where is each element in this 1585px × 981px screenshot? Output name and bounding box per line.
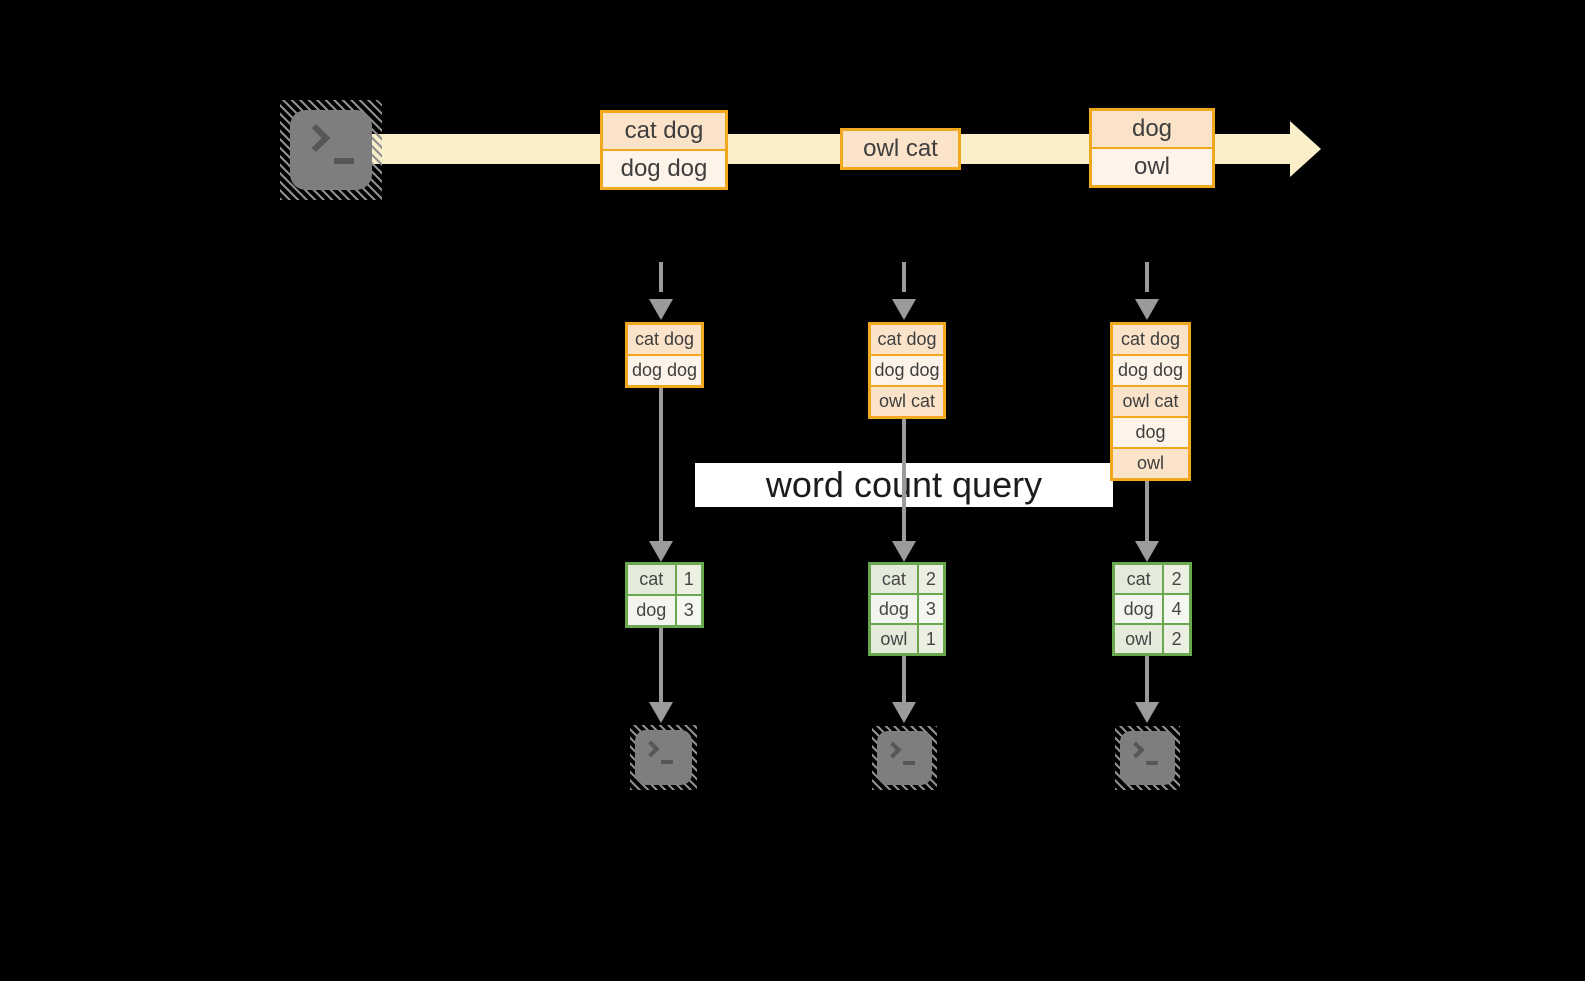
batch-row: owl cat: [1113, 385, 1188, 416]
table-row: cat 2: [1115, 565, 1189, 593]
arrow-line: [659, 388, 663, 541]
micro-batch-box-2: cat dog dog dog owl cat: [868, 322, 946, 419]
sink-terminal-icon-3: [1115, 726, 1180, 790]
dashed-arrow-head: [649, 299, 673, 320]
batch-row: cat dog: [871, 325, 943, 354]
stream-arrow-head: [1290, 121, 1321, 177]
word-count-table-1: cat 1 dog 3: [625, 562, 704, 628]
word-cell: owl: [871, 625, 917, 653]
dashed-arrow-line: [902, 262, 906, 292]
batch-row: owl cat: [871, 385, 943, 416]
count-cell: 2: [1162, 565, 1189, 593]
terminal-prompt-chevron-icon: [642, 740, 660, 758]
source-terminal-icon: [280, 100, 382, 200]
sink-terminal-icon-2: [872, 726, 937, 790]
count-cell: 4: [1162, 595, 1189, 623]
micro-batch-box-3: cat dog dog dog owl cat dog owl: [1110, 322, 1191, 481]
dashed-arrow-line: [659, 262, 663, 292]
word-cell: dog: [871, 595, 917, 623]
arrow-head: [649, 541, 673, 562]
stream-batch-box-1: cat dog dog dog: [600, 110, 728, 190]
batch-row: dog dog: [603, 149, 725, 187]
arrow-line: [1145, 481, 1149, 541]
arrow-line: [659, 628, 663, 702]
count-cell: 2: [1162, 625, 1189, 653]
table-row: dog 4: [1115, 593, 1189, 623]
word-cell: dog: [628, 596, 675, 625]
word-cell: dog: [1115, 595, 1163, 623]
terminal-prompt-cursor-icon: [903, 761, 915, 765]
terminal-prompt-chevron-icon: [301, 123, 331, 153]
batch-row: cat dog: [1113, 325, 1188, 354]
batch-row: dog: [1092, 111, 1212, 147]
arrow-head: [1135, 541, 1159, 562]
batch-row: dog: [1113, 416, 1188, 447]
count-cell: 1: [916, 625, 943, 653]
stream-batch-box-2: owl cat: [840, 128, 961, 170]
batch-row: dog dog: [1113, 354, 1188, 385]
count-cell: 1: [674, 565, 701, 594]
arrow-head: [892, 541, 916, 562]
count-cell: 3: [674, 596, 701, 625]
arrow-head: [892, 702, 916, 723]
sink-terminal-icon-1: [630, 725, 697, 790]
dashed-arrow-line: [1145, 262, 1149, 292]
arrow-head: [1135, 702, 1159, 723]
word-count-table-2: cat 2 dog 3 owl 1: [868, 562, 946, 656]
terminal-prompt-chevron-icon: [1127, 741, 1145, 759]
batch-row: dog dog: [871, 354, 943, 385]
table-row: cat 1: [628, 565, 701, 594]
word-cell: owl: [1115, 625, 1163, 653]
terminal-prompt-cursor-icon: [661, 760, 673, 764]
arrow-head: [649, 702, 673, 723]
word-cell: cat: [628, 565, 675, 594]
terminal-screen: [635, 730, 692, 785]
terminal-prompt-cursor-icon: [334, 158, 354, 164]
table-row: owl 2: [1115, 623, 1189, 653]
batch-row: cat dog: [628, 325, 701, 354]
batch-row: cat dog: [603, 113, 725, 149]
arrow-line: [902, 656, 906, 702]
terminal-screen: [1120, 731, 1175, 785]
stream-batch-box-3: dog owl: [1089, 108, 1215, 188]
terminal-screen: [290, 110, 372, 190]
word-cell: cat: [871, 565, 917, 593]
dashed-arrow-head: [1135, 299, 1159, 320]
batch-row: owl cat: [843, 131, 958, 167]
arrow-line: [1145, 656, 1149, 702]
word-cell: cat: [1115, 565, 1163, 593]
batch-row: owl: [1092, 147, 1212, 185]
table-row: dog 3: [628, 594, 701, 625]
table-row: cat 2: [871, 565, 943, 593]
count-cell: 3: [916, 595, 943, 623]
table-row: dog 3: [871, 593, 943, 623]
arrow-line: [902, 419, 906, 541]
batch-row: dog dog: [628, 354, 701, 385]
count-cell: 2: [916, 565, 943, 593]
word-count-table-3: cat 2 dog 4 owl 2: [1112, 562, 1192, 656]
dashed-arrow-head: [892, 299, 916, 320]
table-row: owl 1: [871, 623, 943, 653]
terminal-prompt-chevron-icon: [884, 741, 902, 759]
micro-batch-box-1: cat dog dog dog: [625, 322, 704, 388]
batch-row: owl: [1113, 447, 1188, 478]
terminal-screen: [877, 731, 932, 785]
terminal-prompt-cursor-icon: [1146, 761, 1158, 765]
